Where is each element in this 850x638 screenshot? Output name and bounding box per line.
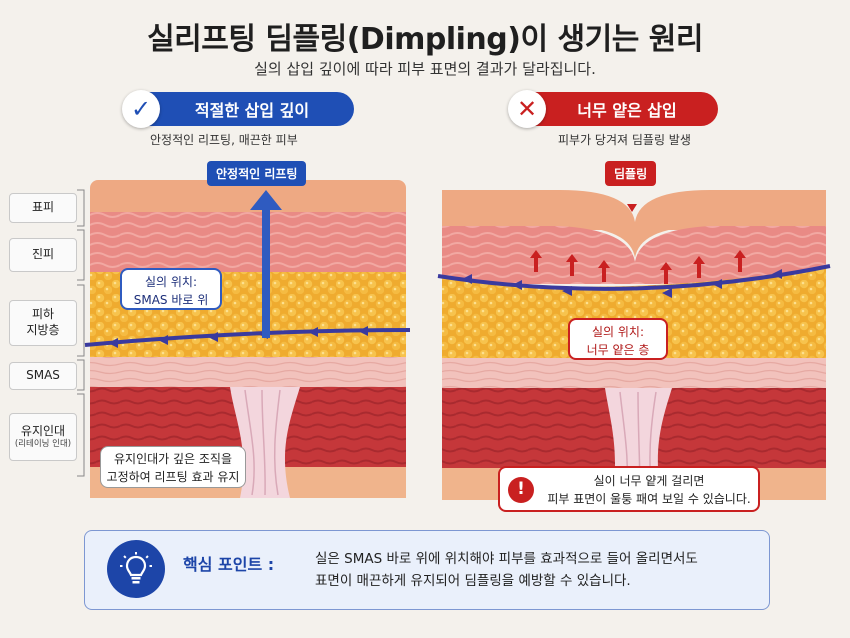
warning-icon: ! (508, 477, 534, 503)
key-point-line-2: 표면이 매끈하게 유지되어 딤플링을 예방할 수 있습니다. (315, 573, 631, 590)
label-ligament-subtext: (리테이닝 인대) (14, 439, 72, 450)
label-smas: SMAS (9, 362, 77, 390)
left-retaining-ligament (230, 387, 300, 498)
key-point-box: 핵심 포인트 : 실은 SMAS 바로 위에 위치해야 피부를 효과적으로 들어… (84, 530, 770, 610)
right-thread-position-callout: 실의 위치: 너무 얕은 층 (568, 318, 668, 360)
side-brackets (77, 189, 85, 477)
label-subcutis-line-1: 피하 (31, 307, 55, 322)
warning-callout-line-1: 실이 너무 얕게 걸리면 (593, 474, 705, 488)
right-thread-barbs (462, 269, 782, 298)
ligament-callout-line-1: 유지인대가 깊은 조직을 (113, 452, 233, 466)
warning-callout: ! 실이 너무 얕게 걸리면 피부 표면이 울퉁 패여 보일 수 있습니다. (498, 466, 760, 512)
left-thread-callout-line-1: 실의 위치: (144, 275, 198, 289)
page-subtitle: 실의 삽입 깊이에 따라 피부 표면의 결과가 달라집니다. (254, 60, 596, 78)
label-dermis: 진피 (9, 238, 77, 272)
right-thread-callout-line-2: 너무 얕은 층 (586, 343, 650, 357)
pull-arrows (530, 250, 746, 284)
checkmark-icon: ✓ (122, 90, 160, 128)
lightbulb-icon (107, 540, 165, 598)
ligament-callout-line-2: 고정하여 리프팅 효과 유지 (106, 470, 240, 484)
label-retaining-ligament: 유지인대 (리테이닝 인대) (9, 413, 77, 461)
shallow-depth-title: 너무 얕은 삽입 (577, 101, 677, 120)
shallow-depth-subtitle: 피부가 당겨져 딤플링 발생 (558, 133, 691, 147)
label-epidermis: 표피 (9, 193, 77, 223)
correct-depth-title: 적절한 삽입 깊이 (194, 101, 310, 120)
right-thread-callout-line-1: 실의 위치: (591, 325, 645, 339)
label-subcutaneous-fat: 피하 지방층 (9, 300, 77, 346)
label-epidermis-text: 표피 (31, 200, 55, 215)
left-thread-callout-line-2: SMAS 바로 위 (133, 293, 209, 307)
shallow-depth-header: ✕ 너무 얕은 삽입 (508, 90, 718, 128)
left-thread-position-callout: 실의 위치: SMAS 바로 위 (120, 268, 222, 310)
label-subcutis-line-2: 지방층 (26, 323, 60, 337)
correct-depth-header: ✓ 적절한 삽입 깊이 (122, 90, 354, 128)
label-ligament-text: 유지인대 (20, 423, 66, 438)
dimpling-tag: 딤플링 (605, 161, 657, 186)
label-smas-text: SMAS (26, 368, 60, 383)
label-dermis-text: 진피 (31, 247, 55, 262)
cross-icon: ✕ (508, 90, 546, 128)
key-point-label: 핵심 포인트 : (183, 555, 275, 574)
stable-lift-tag: 안정적인 리프팅 (207, 161, 307, 186)
lift-arrow (250, 190, 282, 338)
page-title: 실리프팅 딤플링(Dimpling)이 생기는 원리 (147, 22, 703, 57)
correct-depth-subtitle: 안정적인 리프팅, 매끈한 피부 (150, 133, 298, 147)
key-point-text: 실은 SMAS 바로 위에 위치해야 피부를 효과적으로 들어 올리면서도 표면… (315, 548, 698, 593)
ligament-callout: 유지인대가 깊은 조직을 고정하여 리프팅 효과 유지 (100, 446, 246, 488)
key-point-line-1: 실은 SMAS 바로 위에 위치해야 피부를 효과적으로 들어 올리면서도 (315, 551, 698, 567)
dimple-arrow (627, 186, 637, 212)
warning-callout-line-2: 피부 표면이 울퉁 패여 보일 수 있습니다. (547, 492, 751, 506)
